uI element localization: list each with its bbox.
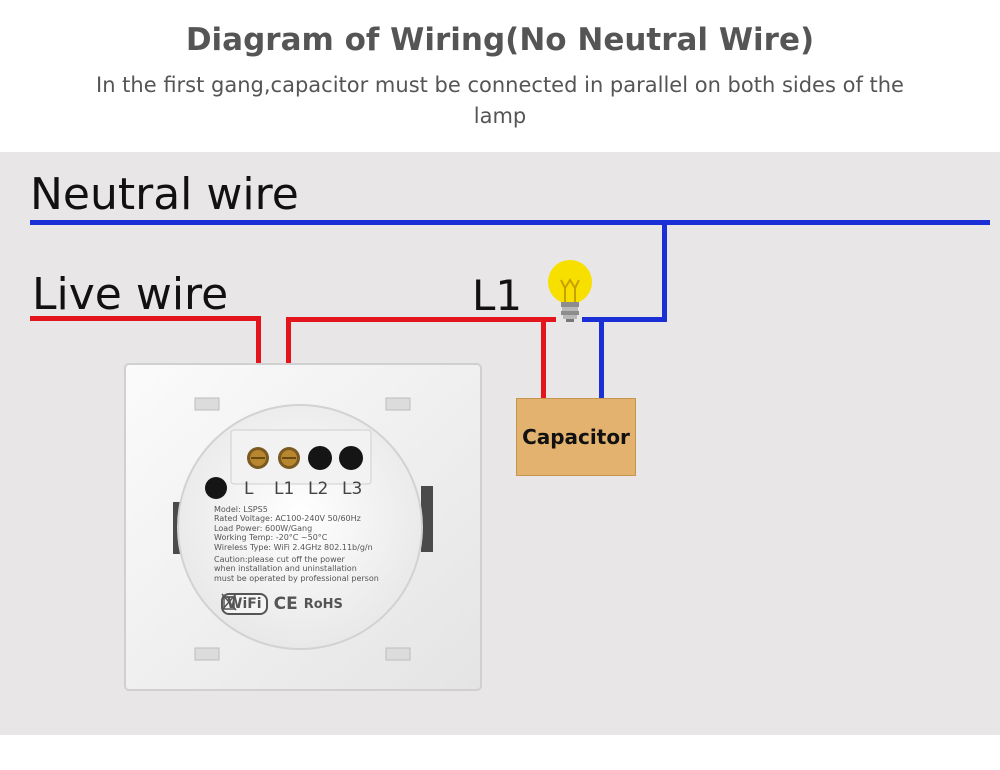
spec-temp: Working Temp: -20°C ~50°C <box>214 533 328 543</box>
terminal-label-l1: L1 <box>274 479 295 499</box>
ce-mark: CE <box>273 594 298 614</box>
neutral-wire-main <box>30 220 990 225</box>
neutral-wire-capacitor <box>599 317 604 399</box>
live-wire-main <box>30 316 261 321</box>
terminal-label-l: L <box>244 479 254 499</box>
neutral-wire-drop <box>662 220 667 322</box>
switch-body-graphic <box>124 363 482 691</box>
capacitor-box: Capacitor <box>516 398 636 476</box>
spec-load: Load Power: 600W/Gang <box>214 523 313 533</box>
neutral-wire-label: Neutral wire <box>30 169 299 220</box>
spec-model: Model: LSPS5 <box>214 505 268 514</box>
smart-switch-back: L L1 L2 L3 Model: LSPS5 Rated Voltage: A… <box>123 362 483 692</box>
page-subtitle: In the first gang,capacitor must be conn… <box>96 73 904 128</box>
light-bulb-icon <box>545 258 595 337</box>
spec-voltage: Rated Voltage: AC100-240V 50/60Hz <box>214 514 361 524</box>
certification-row: WiFi CE RoHS <box>221 593 349 615</box>
live-wire-label: Live wire <box>32 269 229 320</box>
switch-spec-block: Model: LSPS5 Rated Voltage: AC100-240V 5… <box>214 505 424 583</box>
page-title: Diagram of Wiring(No Neutral Wire) <box>185 22 815 58</box>
caution-line-1: Caution:please cut off the power <box>214 555 345 565</box>
caution-line-3: must be operated by professional person <box>214 573 379 583</box>
rohs-mark: RoHS <box>303 596 343 612</box>
l1-wire-main <box>286 317 556 322</box>
terminal-label-l3: L3 <box>342 479 363 499</box>
neutral-wire-lamp <box>582 317 667 322</box>
terminal-label-l2: L2 <box>308 479 329 499</box>
spec-wireless: Wireless Type: WiFi 2.4GHz 802.11b/g/n <box>214 542 373 552</box>
l1-wire-capacitor <box>541 317 546 399</box>
caution-line-2: when installation and uninstallation <box>214 564 357 574</box>
l1-label: L1 <box>472 271 523 320</box>
